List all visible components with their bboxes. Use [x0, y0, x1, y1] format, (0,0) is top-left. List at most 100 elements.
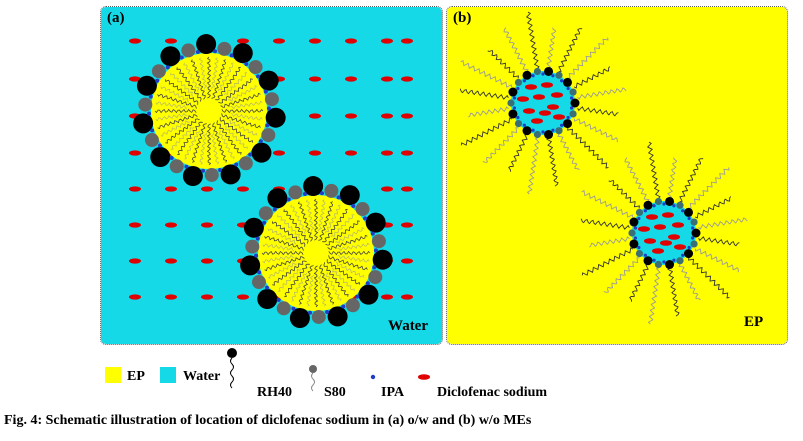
s80-head: [371, 234, 386, 249]
s80-head: [311, 309, 326, 324]
diclofenac-molecule: [401, 150, 413, 156]
rh40-head: [196, 34, 217, 55]
rh40-tail: [322, 208, 348, 243]
diclofenac-molecule: [309, 113, 321, 119]
diclofenac-molecule: [129, 222, 141, 228]
diclofenac-molecule: [129, 258, 141, 264]
s80-tail: [317, 274, 327, 307]
ipa-molecule: [512, 96, 517, 100]
s80-head: [181, 43, 196, 58]
ipa-molecule: [147, 111, 152, 116]
diclofenac-molecule: [201, 294, 213, 300]
rh40-head: [508, 109, 518, 119]
ipa-molecule: [569, 106, 574, 110]
ipa-molecule: [516, 86, 520, 91]
ipa-molecule: [325, 309, 330, 314]
diclofenac-molecule: [660, 240, 672, 246]
rh40-tail: [297, 201, 313, 242]
legend-ipa-label: IPA: [381, 385, 405, 400]
rh40-head: [160, 46, 181, 67]
ipa-molecule: [254, 253, 259, 258]
ipa-molecule: [244, 62, 249, 67]
rh40-head: [684, 249, 694, 259]
rh40-head: [563, 119, 573, 129]
rh40-head: [544, 66, 554, 76]
s80-head: [676, 257, 684, 265]
s80-head: [258, 206, 273, 221]
ipa-molecule: [551, 128, 555, 132]
s80-head: [533, 130, 542, 139]
ipa-molecule: [516, 115, 520, 120]
rh40-tail: [328, 255, 368, 271]
ipa-molecule: [184, 164, 189, 169]
s80-head: [635, 208, 644, 217]
rh40-head: [508, 87, 518, 97]
rh40-tail: [264, 235, 304, 251]
ipa-molecule: [652, 204, 656, 208]
rh40-head: [665, 260, 675, 270]
s80-tail: [546, 27, 557, 69]
rh40-tail: [284, 263, 310, 298]
s80-head: [288, 185, 303, 200]
ipa-molecule: [257, 270, 262, 275]
s80-head: [355, 202, 370, 217]
rh40-head: [265, 107, 286, 128]
legend-water-swatch: [160, 367, 176, 383]
diclofenac-molecule: [401, 113, 413, 119]
rh40-head: [251, 142, 272, 163]
diclofenac-molecule: [381, 294, 393, 300]
s80-head: [251, 275, 266, 290]
diclofenac-molecule: [129, 150, 141, 156]
s80-tail: [589, 236, 630, 248]
diclofenac-molecule: [539, 110, 551, 116]
ipa-molecule: [218, 167, 223, 172]
diclofenac-molecule: [553, 114, 565, 120]
panel-a-label: (a): [107, 10, 125, 26]
diclofenac-molecule: [517, 96, 529, 102]
s80-tail: [262, 254, 295, 264]
s80-head: [635, 249, 644, 258]
panel-b-wo: (b) EP: [446, 6, 788, 345]
s80-tail: [291, 272, 308, 302]
diclofenac-molecule: [668, 234, 680, 240]
diclofenac-molecule: [401, 258, 413, 264]
rh40-tail: [629, 263, 649, 302]
rh40-tail: [459, 88, 509, 100]
diclofenac-molecule: [654, 224, 666, 230]
diclofenac-molecule: [201, 222, 213, 228]
rh40-tail: [508, 133, 528, 172]
legend-rh40-symbol: [227, 348, 237, 389]
rh40-head: [691, 228, 701, 238]
s80-head: [324, 183, 339, 198]
s80-head: [169, 159, 184, 174]
rh40-head: [522, 126, 532, 136]
legend-water-label: Water: [183, 369, 221, 384]
ipa-molecule: [522, 123, 526, 127]
rh40-head: [258, 70, 279, 91]
rh40-tail: [157, 93, 197, 109]
rh40-tail: [558, 28, 583, 73]
ipa-molecule: [179, 55, 184, 60]
ipa-molecule: [566, 115, 570, 120]
rh40-tail: [191, 123, 207, 163]
water-medium-label: Water: [388, 318, 428, 334]
rh40-tail: [157, 114, 198, 130]
ipa-molecule: [370, 231, 375, 236]
ipa-molecule: [201, 168, 206, 173]
diclofenac-molecule: [533, 94, 545, 100]
diclofenac-molecule: [345, 150, 357, 156]
legend-ep-swatch: [105, 367, 121, 383]
ipa-molecule: [266, 106, 271, 111]
ipa-molecule: [157, 143, 162, 148]
rh40-tail: [328, 250, 371, 256]
ipa-molecule: [531, 74, 535, 78]
rh40-tail: [323, 262, 349, 297]
rh40-tail: [698, 236, 740, 247]
s80-tail: [647, 267, 661, 325]
ipa-molecule: [336, 195, 341, 200]
diclofenac-molecule: [652, 248, 664, 254]
rh40-tail: [219, 117, 254, 143]
rh40-tail: [164, 79, 199, 105]
rh40-tail: [272, 260, 307, 286]
s80-head: [151, 64, 166, 79]
